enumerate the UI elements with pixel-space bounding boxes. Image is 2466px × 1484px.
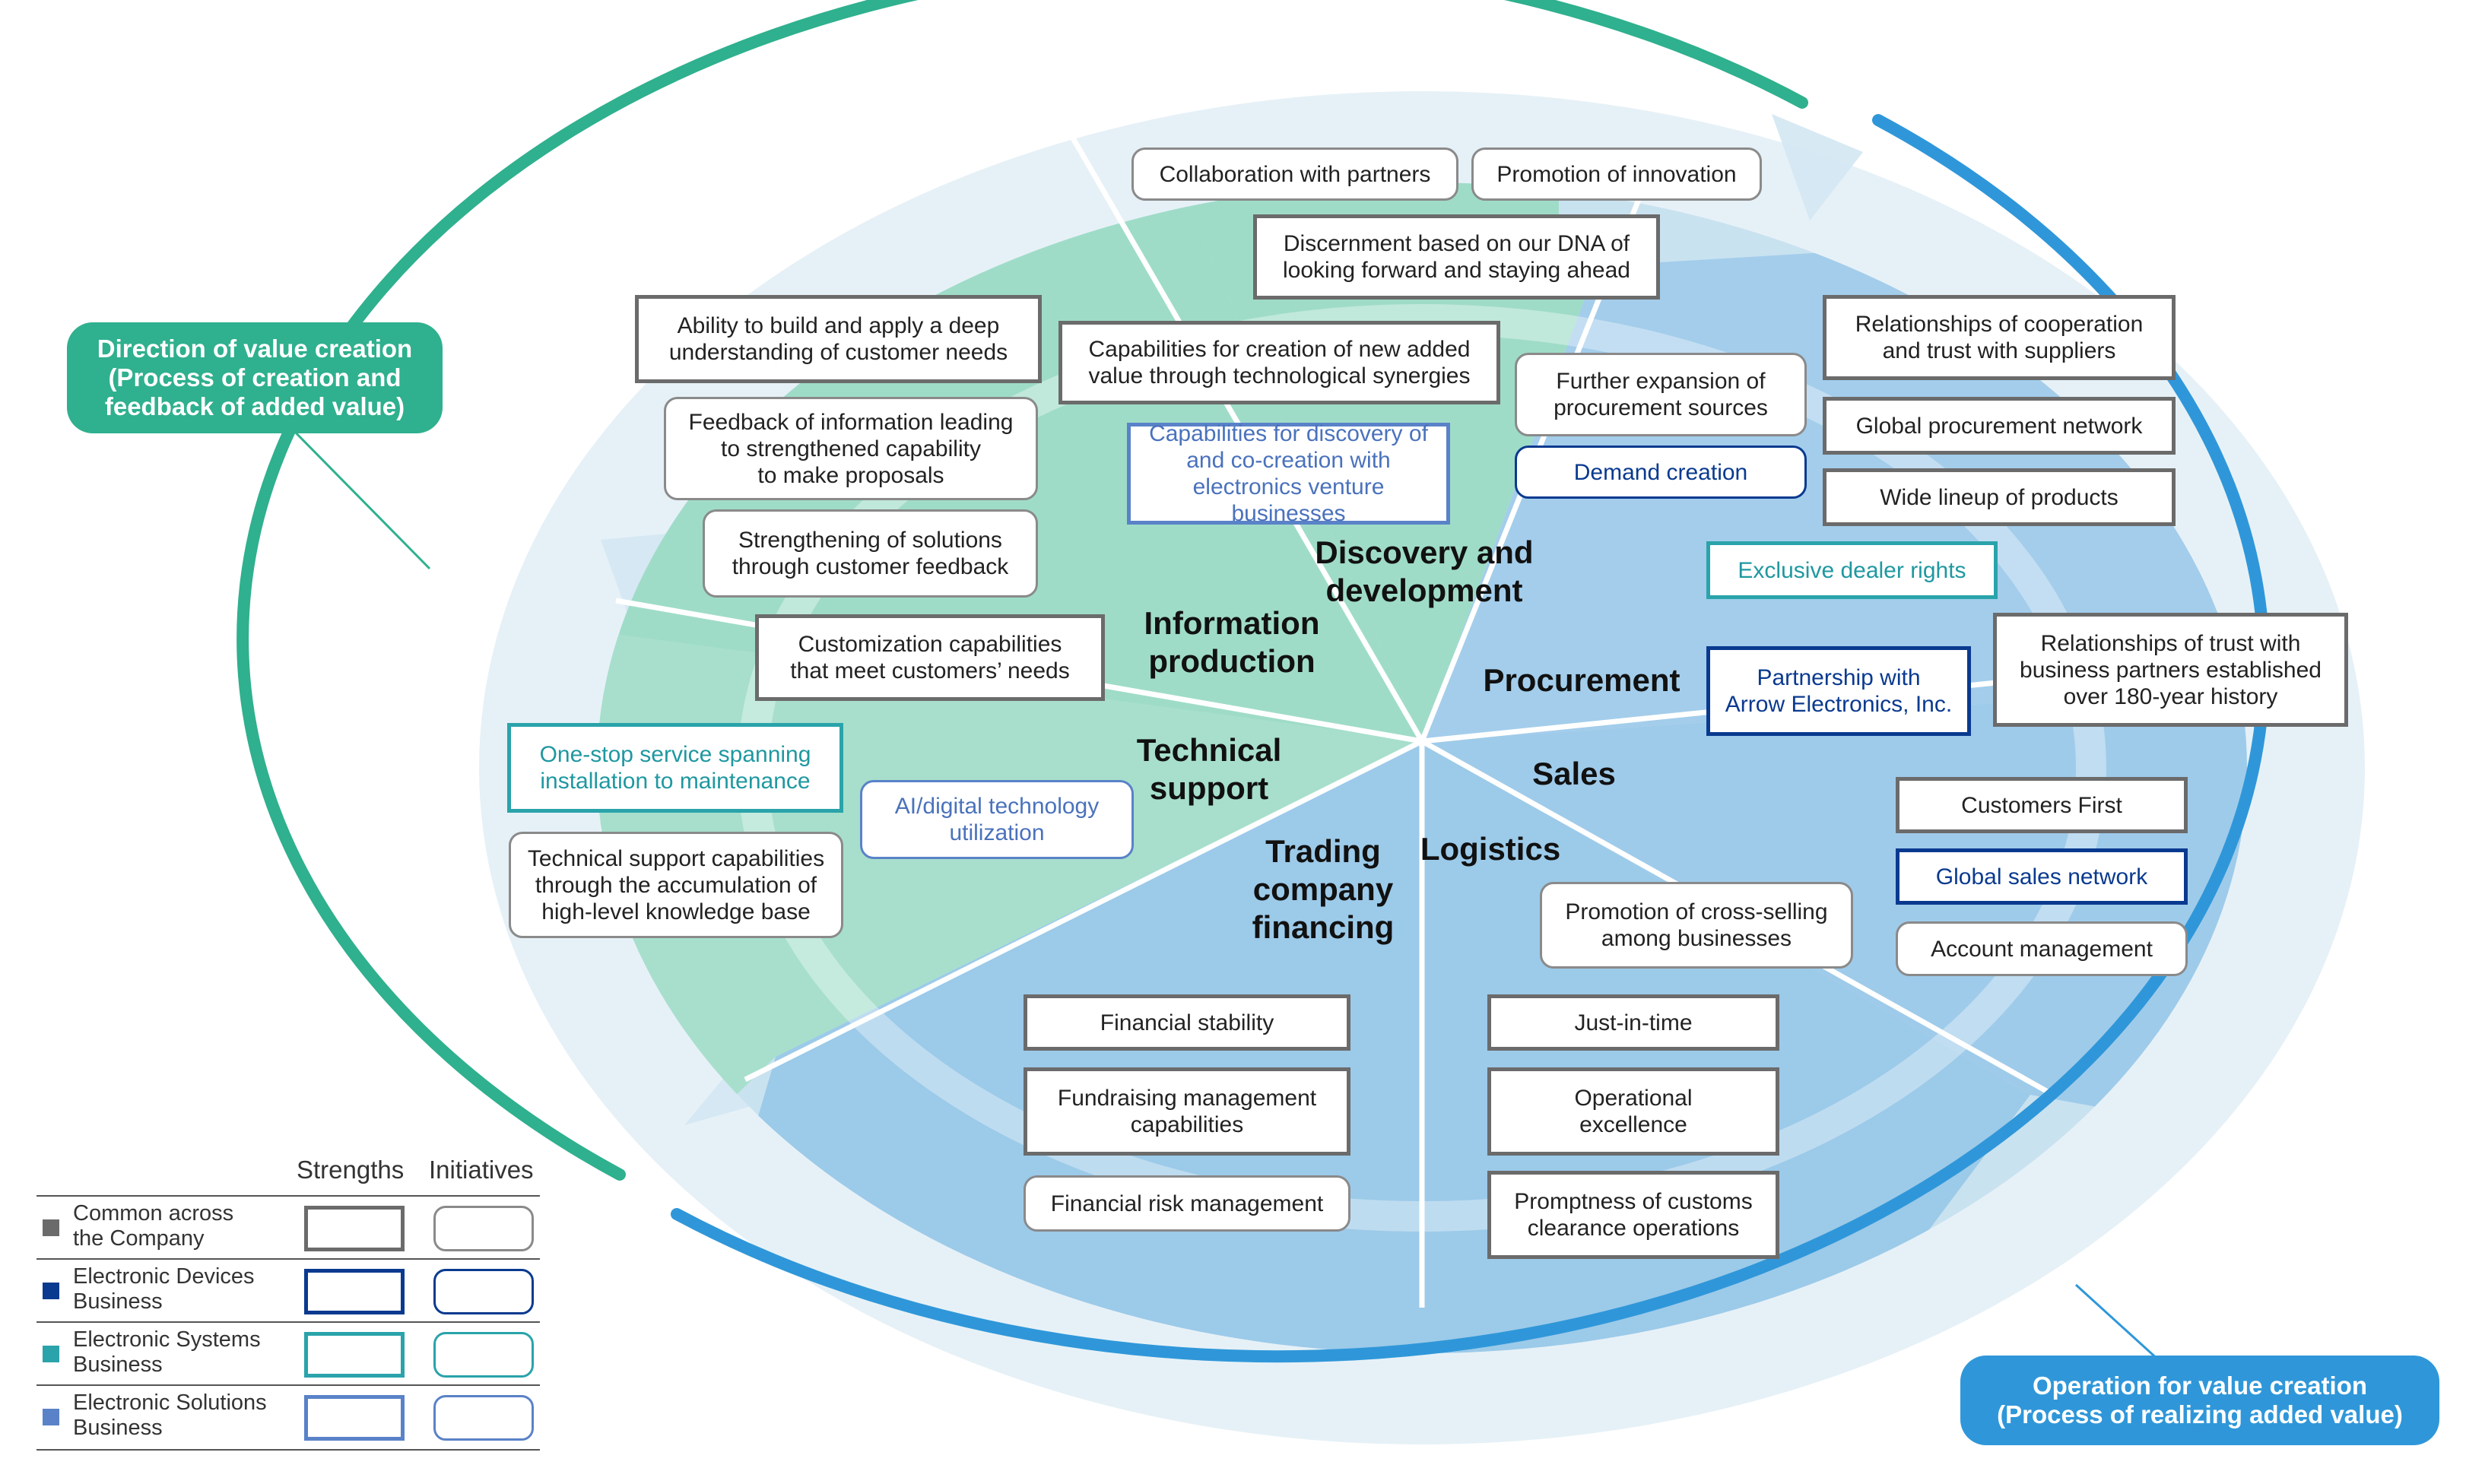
blue-arc [671, 114, 2271, 1363]
promotion-of-innovation: Promotion of innovation [1471, 147, 1762, 201]
financial-stability: Financial stability [1024, 994, 1350, 1051]
operational-excellence: Operational excellence [1487, 1067, 1779, 1156]
just-in-time: Just-in-time [1487, 994, 1779, 1051]
legend-row-common: Common across the Company [36, 1195, 540, 1260]
green-arc [236, 0, 1808, 1181]
legend-row-solutions: Electronic Solutions Business [36, 1384, 540, 1451]
customization-capabilities: Customization capabilities that meet cus… [755, 614, 1105, 701]
financial-risk-management: Financial risk management [1024, 1175, 1350, 1232]
legend-row-label: Electronic Systems Business [73, 1327, 261, 1377]
wide-lineup-of-products: Wide lineup of products [1823, 468, 2176, 526]
further-expansion-procurement: Further expansion of procurement sources [1515, 353, 1807, 436]
sector-sales-label: Sales [1532, 756, 1616, 791]
new-value-creation: Capabilities for creation of new added v… [1058, 321, 1500, 404]
sector-discovery-label: Discovery and development [1315, 534, 1534, 608]
relationships-with-business-partners: Relationships of trust with business par… [1993, 613, 2348, 727]
feedback-of-information: Feedback of information leading to stren… [664, 397, 1038, 500]
one-stop-service: One-stop service spanning installation t… [507, 723, 843, 813]
legend-initiatives-header: Initiatives [429, 1156, 534, 1184]
customs-clearance: Promptness of customs clearance operatio… [1487, 1171, 1779, 1259]
technical-support-capabilities: Technical support capabilities through t… [509, 832, 843, 938]
partnership-arrow-electronics: Partnership with Arrow Electronics, Inc. [1706, 646, 1971, 736]
legend-swatch [43, 1409, 59, 1425]
strengthening-of-solutions: Strengthening of solutions through custo… [703, 509, 1038, 598]
fundraising-management: Fundraising management capabilities [1024, 1067, 1350, 1156]
legend-swatch [43, 1283, 59, 1299]
legend-row-systems: Electronic Systems Business [36, 1321, 540, 1386]
legend-strength-sample [304, 1395, 405, 1441]
sector-procurement-label: Procurement [1483, 662, 1680, 698]
legend-row-label: Common across the Company [73, 1201, 234, 1251]
ai-digital-technology: AI/digital technology utilization [860, 780, 1134, 859]
sector-logistics-label: Logistics [1420, 831, 1561, 867]
legend-strengths-header: Strengths [297, 1156, 405, 1184]
legend-strength-sample [304, 1206, 405, 1251]
legend-initiative-sample [433, 1332, 534, 1378]
sector-technical-label: Technical support [1136, 732, 1282, 806]
legend-initiative-sample [433, 1395, 534, 1441]
legend-row-label: Electronic Devices Business [73, 1264, 255, 1314]
sector-information-label: Information production [1144, 605, 1320, 679]
direction-leader [280, 417, 431, 570]
discernment-dna: Discernment based on our DNA of looking … [1253, 214, 1660, 300]
global-procurement-network: Global procurement network [1823, 397, 2176, 455]
legend-row-devices: Electronic Devices Business [36, 1258, 540, 1323]
legend-swatch [43, 1346, 59, 1362]
legend-row-label: Electronic Solutions Business [73, 1390, 267, 1440]
direction-of-value-creation-label: Direction of value creation (Process of … [67, 322, 443, 433]
legend-strength-sample [304, 1269, 405, 1314]
customers-first: Customers First [1896, 777, 2188, 833]
exclusive-dealer-rights: Exclusive dealer rights [1706, 541, 1998, 599]
operation-for-value-creation-label: Operation for value creation (Process of… [1960, 1356, 2439, 1445]
legend-strength-sample [304, 1332, 405, 1378]
legend-initiative-sample [433, 1206, 534, 1251]
sector-trading-label: Trading company financing [1252, 833, 1395, 945]
relationships-with-suppliers: Relationships of cooperation and trust w… [1823, 295, 2176, 380]
legend-initiative-sample [433, 1269, 534, 1314]
operation-leader [2074, 1283, 2161, 1362]
account-management: Account management [1896, 921, 2188, 976]
global-sales-network: Global sales network [1896, 848, 2188, 905]
promotion-of-cross-selling: Promotion of cross-selling among busines… [1540, 882, 1853, 969]
collaboration-with-partners: Collaboration with partners [1131, 147, 1458, 201]
legend-swatch [43, 1219, 59, 1236]
venture-co-creation: Capabilities for discovery of and co-cre… [1127, 421, 1450, 526]
demand-creation: Demand creation [1515, 446, 1807, 499]
deep-understanding-customer-needs: Ability to build and apply a deep unders… [635, 295, 1042, 383]
